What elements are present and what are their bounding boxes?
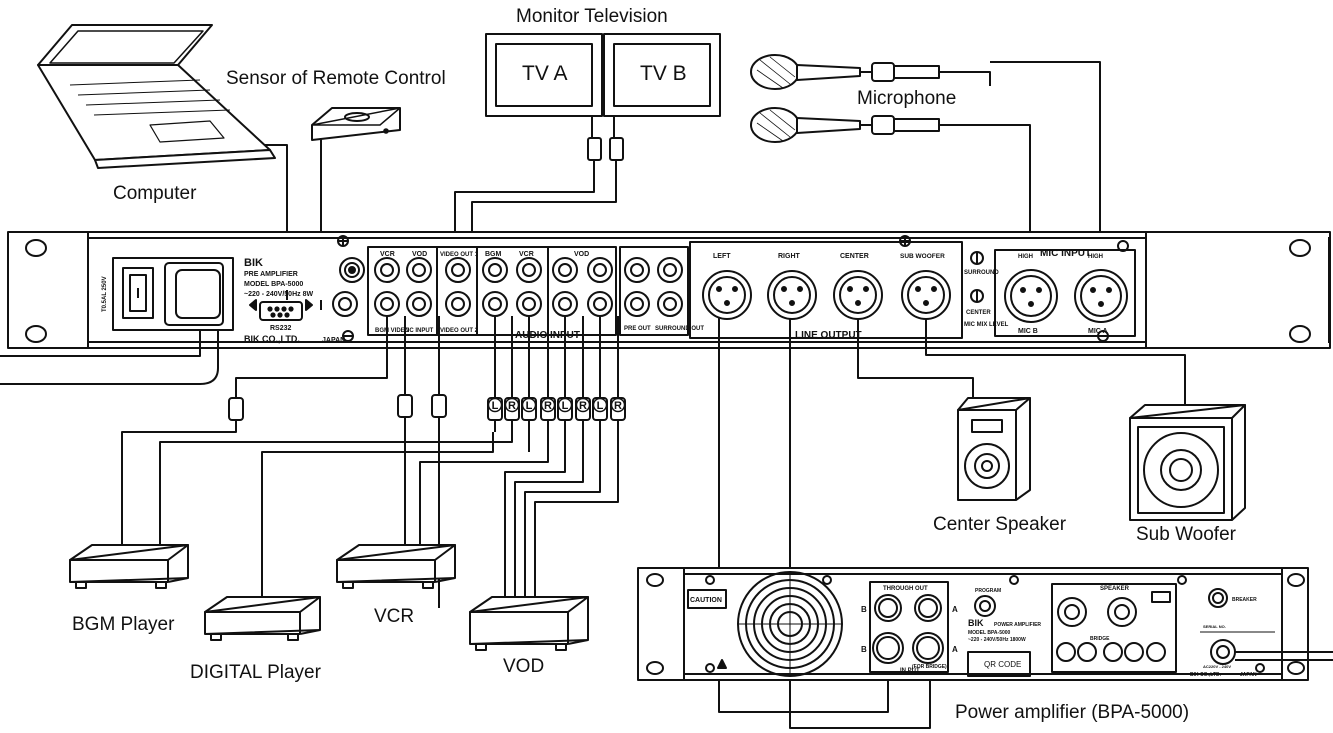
- pre-out-label: PRE OUT: [624, 326, 651, 332]
- rca-jacks: [374, 257, 683, 317]
- sub-woofer-icon: [1129, 404, 1246, 521]
- amp-for-bridge: (FOR BRIDGE): [912, 664, 947, 670]
- amp-qr-code: QR CODE: [984, 660, 1021, 669]
- preamp-model-line1: PRE AMPLIFIER: [244, 271, 298, 278]
- rca-letter: L: [492, 400, 499, 412]
- vod-label: VOD: [503, 656, 545, 677]
- amp-in-put: IN PUT: [900, 668, 920, 674]
- surround-knob-label: SURROUND: [964, 270, 999, 276]
- sensor-remote-label: Sensor of Remote Control: [226, 68, 446, 89]
- device-cables: [121, 290, 1186, 729]
- vod-audio-label: VOD: [574, 251, 589, 258]
- amp-bridge: BRIDGE: [1090, 636, 1110, 642]
- amp-model-title: POWER AMPLIFIER: [994, 622, 1041, 628]
- sub-woofer-label: Sub Woofer: [1136, 524, 1236, 545]
- line-center-label: CENTER: [840, 253, 869, 260]
- amp-program: PROGRAM: [975, 588, 1001, 594]
- bgm-audio-label: BGM: [485, 251, 502, 258]
- mic-mix-level-label: MIC MIX LEVEL: [964, 322, 1009, 328]
- amp-panel-text: CAUTION THROUGH OUT PROGRAM SPEAKER BREA…: [690, 586, 1257, 678]
- amp-model-line: MODEL BPA-5000: [968, 630, 1011, 636]
- preamp-country: JAPAN: [322, 337, 345, 344]
- bgm-video-label: BGM VIDEO: [375, 328, 410, 334]
- vod-video-label: VOD: [412, 251, 427, 258]
- preamp-rating: ~220 - 240V/50Hz 8W: [244, 291, 313, 298]
- preamp-company: BIK CO.,LTD.: [244, 334, 300, 344]
- amp-mark-b1: B: [861, 605, 867, 614]
- line-sub-label: SUB WOOFER: [900, 253, 945, 260]
- line-right-label: RIGHT: [778, 253, 801, 260]
- digital-player-box: [204, 596, 321, 641]
- power-amplifier-unit: [637, 567, 1333, 681]
- rca-letter: L: [562, 400, 569, 412]
- vod-box: [469, 596, 589, 651]
- line-output-label: LINE OUTPUT: [795, 330, 862, 341]
- power-amplifier-label: Power amplifier (BPA-5000): [955, 702, 1190, 723]
- center-speaker-icon: [957, 397, 1031, 501]
- line-left-label: LEFT: [713, 253, 731, 260]
- video-out2-label: VIDEO OUT 2: [440, 328, 479, 334]
- mic-a-label: MIC A: [1088, 328, 1108, 335]
- computer-label: Computer: [113, 183, 197, 204]
- rca-letter: R: [579, 400, 587, 412]
- rca-letter: R: [508, 400, 516, 412]
- preamp-panel-text: BIK PRE AMPLIFIER MODEL BPA-5000 ~220 - …: [102, 248, 1108, 344]
- mic-b-label: MIC B: [1018, 328, 1038, 335]
- rca-letter: R: [544, 400, 552, 412]
- mic-input-label: MIC INPUT: [1040, 248, 1091, 259]
- amp-serial: SERIAL NO.: [1203, 624, 1226, 629]
- rca-letter: L: [526, 400, 533, 412]
- monitor-tv-b: [603, 33, 721, 117]
- amp-country: JAPAN: [1240, 672, 1257, 678]
- amp-mark-a2: A: [952, 645, 958, 654]
- amp-through-out: THROUGH OUT: [883, 586, 928, 592]
- rca-letters: L R L R L R L R: [487, 397, 626, 413]
- fuse-label: T0.5AL 250V: [102, 276, 108, 312]
- vcr-box: [336, 544, 456, 589]
- amp-ac: AC220V - 240V: [1203, 664, 1231, 669]
- rca-letter: L: [597, 400, 604, 412]
- amp-rating: ~220 - 240V/50Hz 1800W: [968, 637, 1026, 643]
- amp-brand: BIK: [968, 618, 984, 628]
- high-b-label: HIGH: [1018, 254, 1033, 260]
- amp-caution: CAUTION: [690, 597, 722, 604]
- amp-speaker: SPEAKER: [1100, 586, 1130, 592]
- nc-input-label: NC INPUT: [405, 328, 434, 334]
- tv-b-label: TV B: [640, 62, 687, 85]
- bgm-player-box: [69, 544, 189, 589]
- microphone-icons: [750, 54, 1101, 248]
- vcr-audio-label: VCR: [519, 251, 534, 258]
- microphone-label: Microphone: [857, 88, 957, 109]
- monitor-tv-a: [485, 33, 603, 117]
- preamp-brand: BIK: [244, 257, 263, 269]
- pre-amplifier-unit: [7, 231, 1331, 349]
- high-a-label: HIGH: [1088, 254, 1103, 260]
- center-knob-label: CENTER: [966, 310, 991, 316]
- amp-breaker: BREAKER: [1232, 597, 1257, 603]
- monitor-television-label: Monitor Television: [516, 6, 668, 27]
- surround-out-label: SURROUND OUT: [655, 326, 704, 332]
- audio-input-label: AUDIO INPUT: [515, 330, 580, 341]
- rs232-label: RS232: [270, 325, 292, 332]
- computer-icon: [37, 24, 276, 169]
- amp-company: BIK CO.,LTD.: [1190, 672, 1222, 678]
- digital-player-label: DIGITAL Player: [190, 662, 321, 683]
- amp-mark-b2: B: [861, 645, 867, 654]
- amp-mark-a1: A: [952, 605, 958, 614]
- center-speaker-label: Center Speaker: [933, 514, 1067, 535]
- bgm-player-label: BGM Player: [72, 614, 175, 635]
- preamp-model-line2: MODEL BPA-5000: [244, 281, 303, 288]
- vcr-video-label: VCR: [380, 251, 395, 258]
- tv-a-label: TV A: [522, 62, 568, 85]
- remote-sensor-icon: [311, 107, 401, 141]
- vcr-label: VCR: [374, 606, 415, 627]
- video-out1-label: VIDEO OUT 1: [440, 252, 479, 258]
- rca-letter: R: [614, 400, 622, 412]
